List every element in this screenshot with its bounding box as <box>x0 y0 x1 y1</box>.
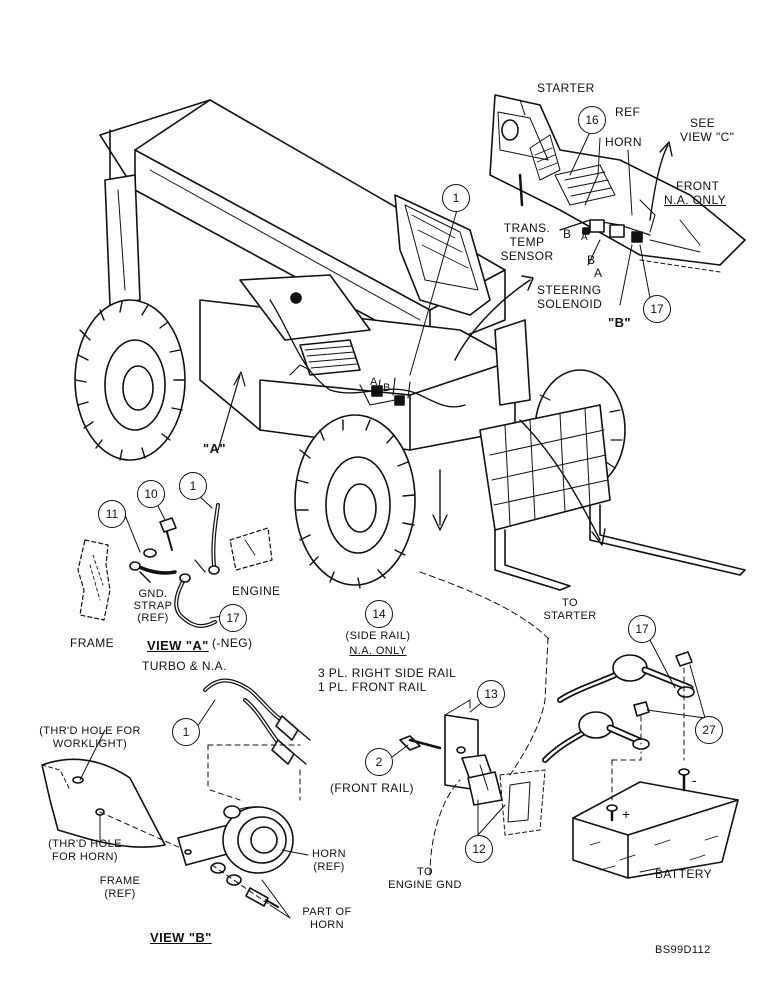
label-sensor: SENSOR <box>500 249 554 263</box>
callout-1-view-a: 1 <box>179 472 207 500</box>
label-minus: - <box>692 772 698 788</box>
label-horn-top: HORN <box>605 135 642 149</box>
label-part-horn: HORN <box>310 919 344 931</box>
view-b-horn-mount <box>41 678 311 919</box>
label-battery: BATTERY <box>655 867 713 881</box>
callout-17-battery: 17 <box>628 615 656 643</box>
label-turbo: TURBO & N.A. <box>142 659 227 673</box>
label-a-top: A <box>581 232 589 243</box>
label-strap: STRAP <box>133 600 173 612</box>
drawing-code: BS99D112 <box>655 944 711 956</box>
label-to-starter-2: STARTER <box>543 610 597 622</box>
label-to-gnd-1: TO <box>417 866 433 878</box>
label-horn-b-ref: (REF) <box>313 861 345 873</box>
battery-detail <box>542 639 739 879</box>
label-thrd-horn-1: (THR'D HOLE <box>48 838 122 850</box>
view-a-ground-strap <box>77 491 273 628</box>
label-front-na-only: N.A. ONLY <box>664 193 727 207</box>
ground-stud-detail <box>391 637 549 876</box>
label-neg: (-NEG) <box>212 636 253 650</box>
label-part-of: PART OF <box>302 906 352 918</box>
label-front-rail: (FRONT RAIL) <box>330 781 414 795</box>
label-see: SEE <box>690 116 716 130</box>
callout-1-view-b: 1 <box>172 718 200 746</box>
label-gnd: GND. <box>138 588 168 600</box>
label-to-starter-1: TO <box>562 597 578 609</box>
telehandler-illustration <box>74 99 746 641</box>
callout-17-view-a: 17 <box>219 604 247 632</box>
label-rail-1: 3 PL. RIGHT SIDE RAIL <box>318 666 457 680</box>
label-ref-top: REF <box>615 105 641 119</box>
callout-1-harness: 1 <box>442 184 470 212</box>
callout-13: 13 <box>477 680 505 708</box>
label-view-c: VIEW "C" <box>680 130 735 144</box>
label-solenoid: SOLENOID <box>537 297 603 311</box>
callout-27: 27 <box>695 716 723 744</box>
callout-17-top: 17 <box>643 295 671 323</box>
label-view-a: VIEW "A" <box>147 638 209 653</box>
label-thrd-worklight-1: (THR'D HOLE FOR <box>39 725 141 737</box>
label-na-only: N.A. ONLY <box>349 645 407 657</box>
callout-16: 16 <box>578 106 606 134</box>
label-frame-a: FRAME <box>70 636 114 650</box>
callout-2: 2 <box>365 748 393 776</box>
label-a-engine: A <box>370 376 378 388</box>
label-b-callout: "B" <box>608 315 631 330</box>
label-temp: TEMP <box>509 235 545 249</box>
callout-12: 12 <box>465 835 493 863</box>
label-thrd-worklight-2: WORKLIGHT) <box>52 738 128 750</box>
label-trans: TRANS. <box>503 221 551 235</box>
label-a-callout: "A" <box>203 441 226 456</box>
label-thrd-horn-2: FOR HORN) <box>52 851 118 863</box>
label-b-engine: B <box>383 382 391 394</box>
label-strap-ref: (REF) <box>137 612 169 624</box>
label-a-small: A <box>594 266 603 280</box>
label-steering: STEERING <box>537 283 602 297</box>
label-view-b: VIEW "B" <box>150 930 212 945</box>
label-frame-b: FRAME <box>99 875 141 887</box>
label-engine: ENGINE <box>232 584 281 598</box>
callout-11: 11 <box>98 500 126 528</box>
label-front: FRONT <box>676 179 720 193</box>
label-plus: + <box>622 806 631 822</box>
callout-14: 14 <box>365 600 393 628</box>
label-frame-b-ref: (REF) <box>104 888 136 900</box>
label-b-top: B <box>563 227 572 241</box>
label-horn-b: HORN <box>312 848 346 860</box>
label-side-rail: (SIDE RAIL) <box>345 630 411 642</box>
label-b-small: B <box>587 253 596 267</box>
callout-10: 10 <box>137 480 165 508</box>
engine-bay-inset <box>489 94 746 306</box>
label-starter: STARTER <box>537 81 595 95</box>
label-to-gnd-2: ENGINE GND <box>388 879 462 891</box>
label-rail-2: 1 PL. FRONT RAIL <box>318 680 427 694</box>
